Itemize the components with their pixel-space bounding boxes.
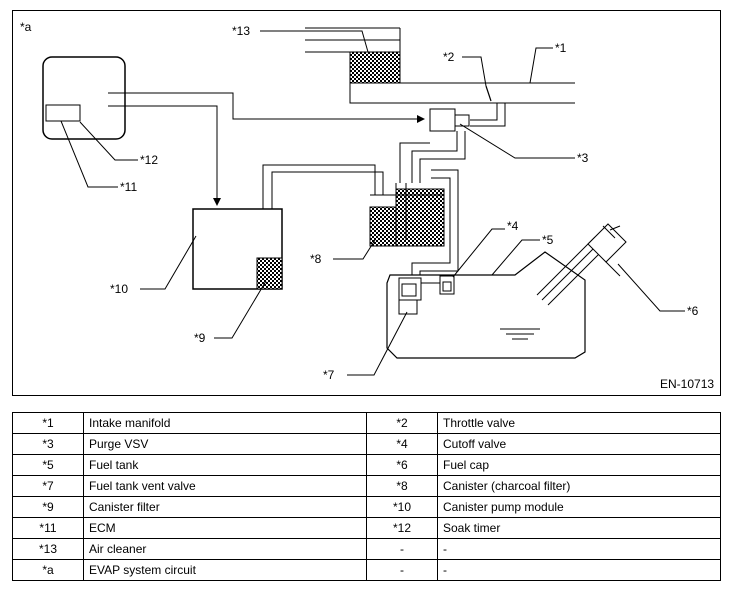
legend-callout: *11 <box>12 517 84 539</box>
legend-description: Canister filter <box>83 496 367 518</box>
legend-callout: *5 <box>12 454 84 476</box>
legend-description: Cutoff valve <box>437 433 721 455</box>
fuel-tank-vent-valve <box>398 277 422 315</box>
legend-description: EVAP system circuit <box>83 559 367 581</box>
legend-description: Soak timer <box>437 517 721 539</box>
legend-callout: *4 <box>366 433 438 455</box>
callout-7: *7 <box>323 368 335 382</box>
throttle-valve <box>485 85 492 102</box>
canister <box>369 183 445 247</box>
legend-callout: *2 <box>366 412 438 434</box>
callout-12: *12 <box>140 153 158 167</box>
callout-10: *10 <box>110 282 128 296</box>
air-cleaner <box>305 27 401 84</box>
legend-description: Air cleaner <box>83 538 367 560</box>
figure-code: EN-10713 <box>660 377 714 391</box>
legend-callout: - <box>366 559 438 581</box>
fuel-tank <box>386 251 586 359</box>
callout-2: *2 <box>443 50 455 64</box>
legend-description: Fuel tank vent valve <box>83 475 367 497</box>
callout-3: *3 <box>577 151 589 165</box>
canister-filter <box>256 257 283 290</box>
legend-description: - <box>437 559 721 581</box>
diagram-frame <box>12 10 721 396</box>
callout-9: *9 <box>194 331 206 345</box>
legend-description: Throttle valve <box>437 412 721 434</box>
legend-callout: *6 <box>366 454 438 476</box>
legend-callout: *3 <box>12 433 84 455</box>
fuel-level-mark <box>500 328 540 340</box>
purge-line-to-canister <box>399 131 466 183</box>
legend-description: Canister pump module <box>437 496 721 518</box>
legend-description: Canister (charcoal filter) <box>437 475 721 497</box>
leader-lines <box>60 30 685 376</box>
legend-callout: *7 <box>12 475 84 497</box>
legend-callout: *1 <box>12 412 84 434</box>
evap-system-diagram: *a EN-10713 <box>12 10 721 396</box>
corner-label: *a <box>20 20 32 34</box>
legend-description: Fuel tank <box>83 454 367 476</box>
legend-callout: *8 <box>366 475 438 497</box>
legend-callout: *a <box>12 559 84 581</box>
intake-manifold <box>349 82 575 104</box>
callout-8: *8 <box>310 252 322 266</box>
callout-11: *11 <box>120 180 137 194</box>
legend-callout: - <box>366 538 438 560</box>
legend-callout: *9 <box>12 496 84 518</box>
filler-neck <box>536 236 607 306</box>
callout-5: *5 <box>542 233 554 247</box>
cutoff-valve <box>421 275 455 295</box>
legend-callout: *12 <box>366 517 438 539</box>
legend-description: ECM <box>83 517 367 539</box>
legend-description: Intake manifold <box>83 412 367 434</box>
purge-vsv-port <box>454 114 470 127</box>
fuel-cap <box>587 223 627 277</box>
legend-description: Fuel cap <box>437 454 721 476</box>
soak-timer <box>45 104 81 122</box>
legend-callout: *10 <box>366 496 438 518</box>
legend-callout: *13 <box>12 538 84 560</box>
legend-description: Purge VSV <box>83 433 367 455</box>
ecm-to-purge-vsv-wire <box>108 92 425 123</box>
legend-description: - <box>437 538 721 560</box>
purge-vsv <box>429 108 456 132</box>
callout-6: *6 <box>687 304 699 318</box>
callout-13: *13 <box>232 24 250 38</box>
callout-1: *1 <box>555 41 567 55</box>
purge-line-manifold <box>470 103 506 127</box>
ecm-to-pump-module-wire <box>108 105 221 206</box>
callout-4: *4 <box>507 219 519 233</box>
canister-to-pump-pipe <box>262 164 384 209</box>
